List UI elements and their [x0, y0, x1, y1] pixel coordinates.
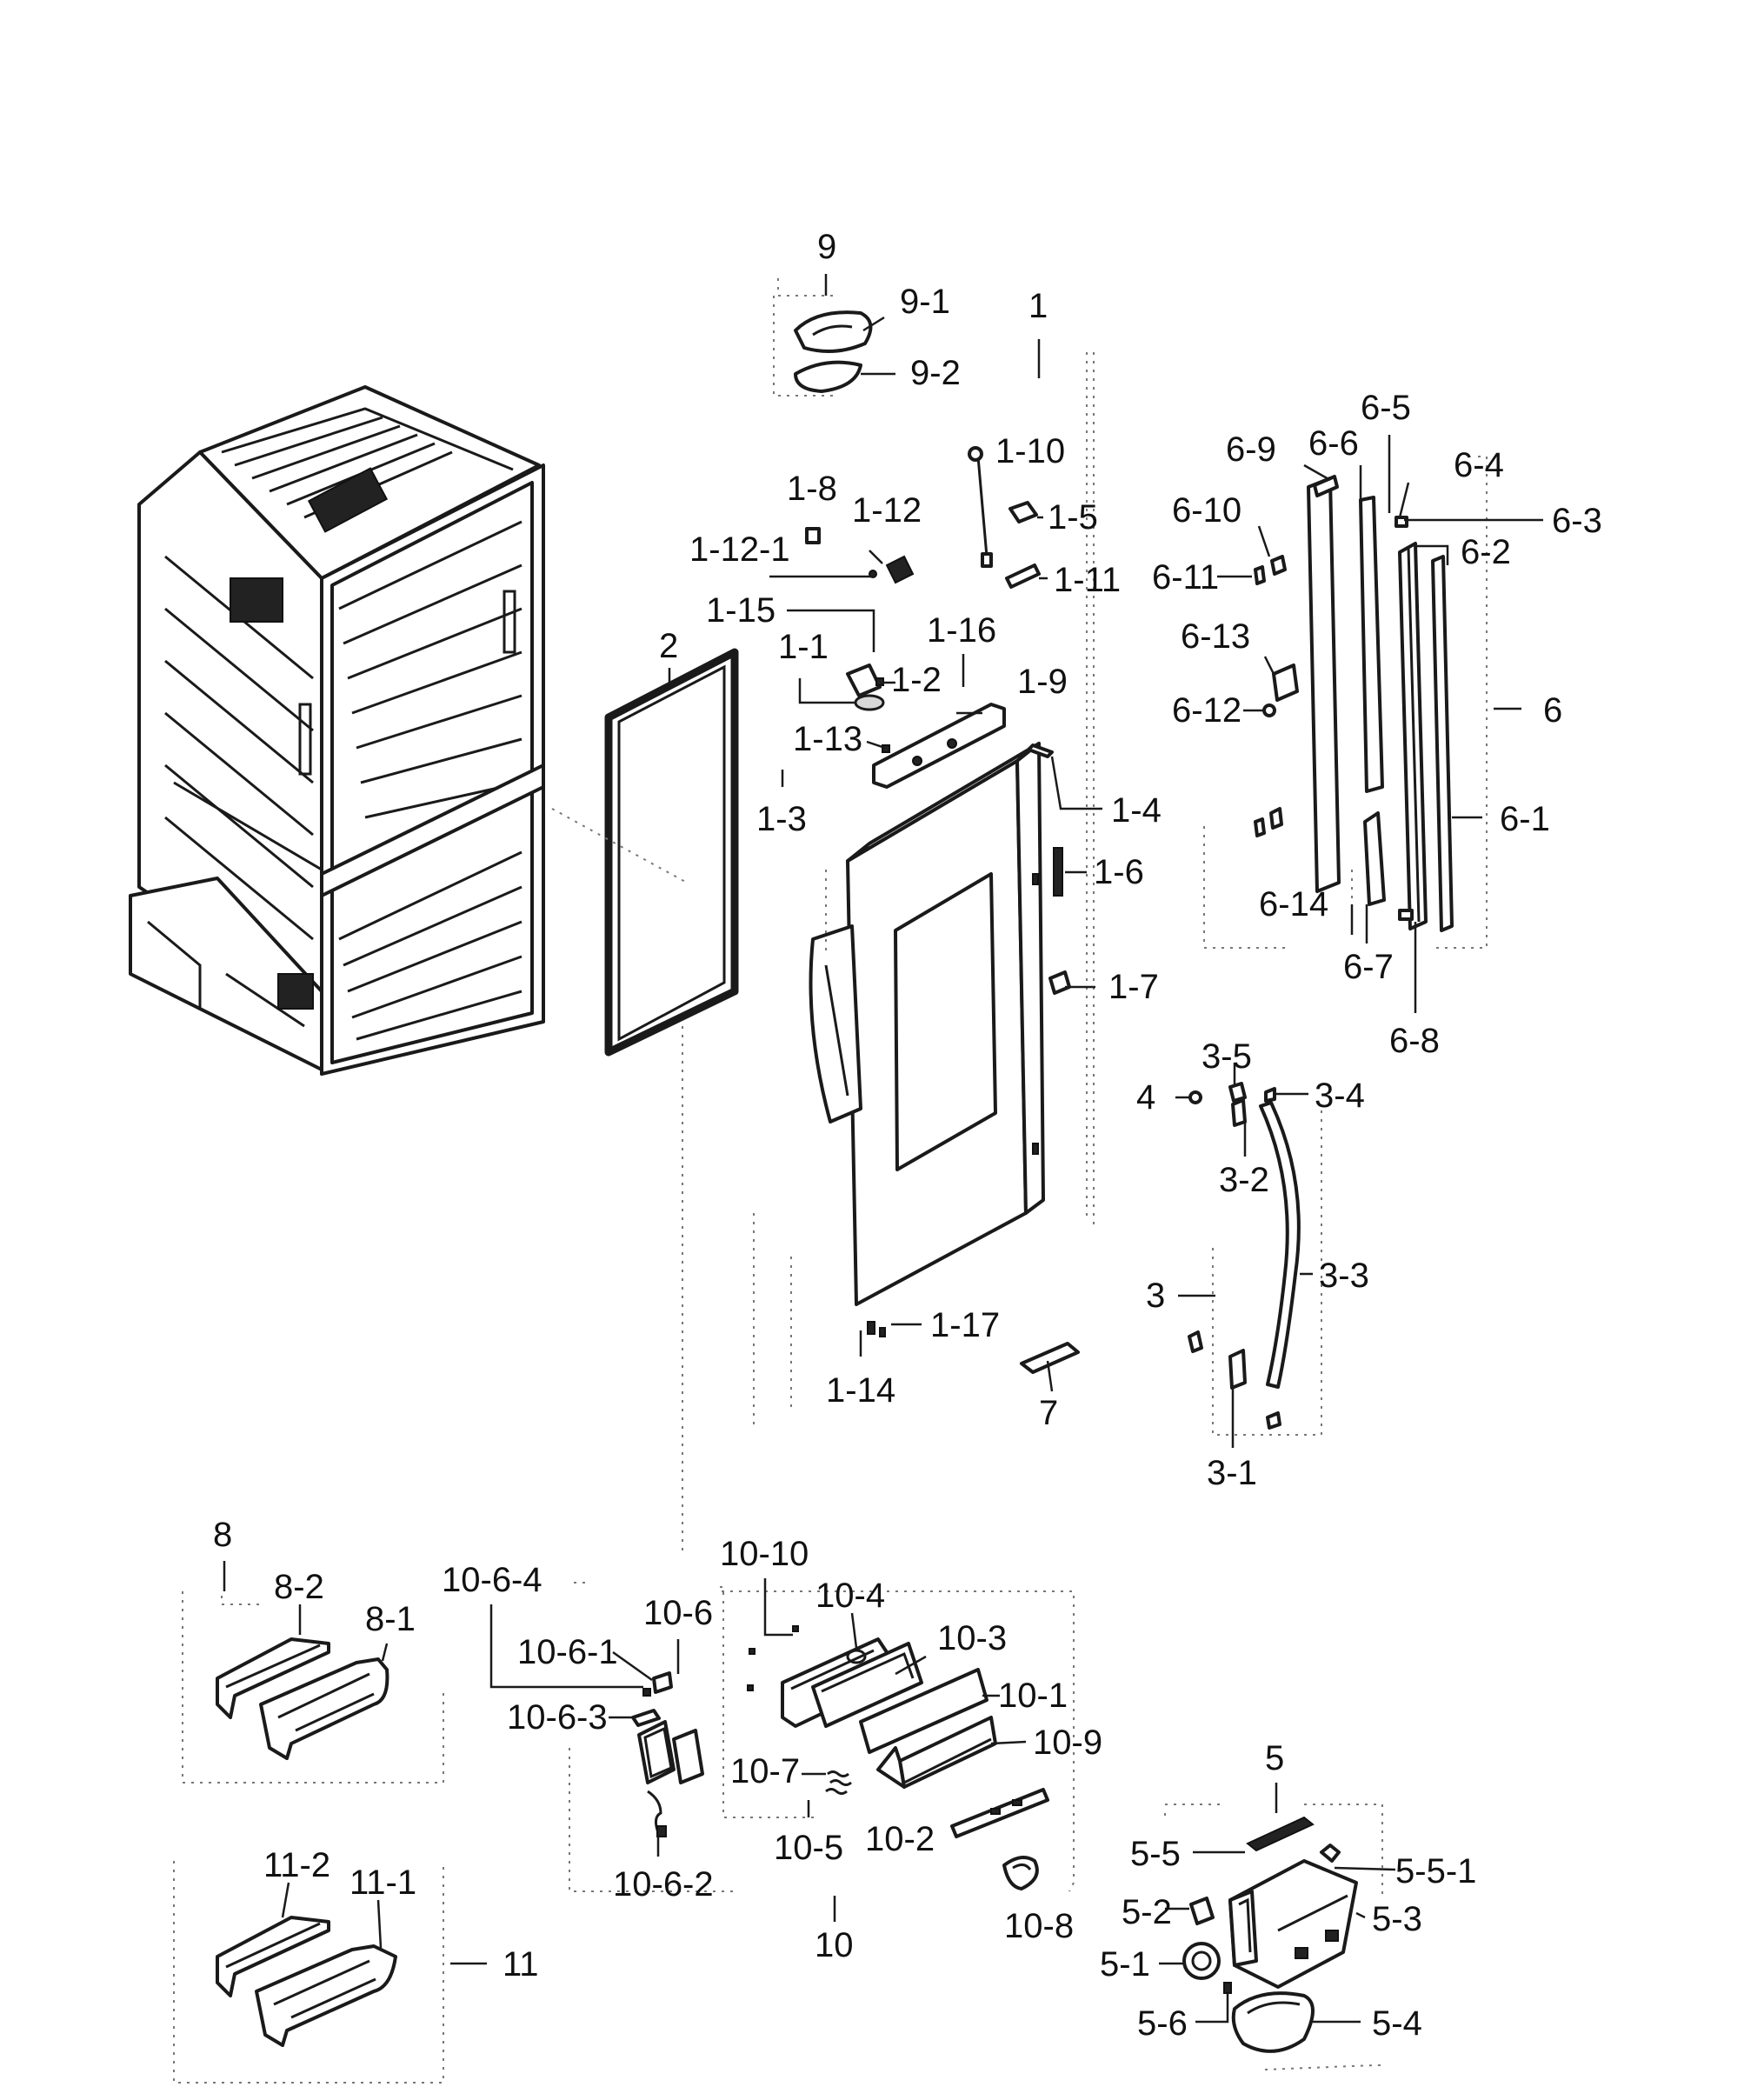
callout-1-7: 1-7	[1108, 968, 1159, 1006]
refrigerator-door	[809, 703, 1045, 1306]
callout-3-5: 3-5	[1202, 1037, 1252, 1076]
bin-8	[216, 1637, 389, 1760]
callout-10-6-4: 10-6-4	[442, 1561, 543, 1599]
callout-9-2: 9-2	[910, 354, 961, 392]
water-tube-group	[1188, 1082, 1301, 1430]
callout-6-3: 6-3	[1552, 502, 1602, 540]
callout-6-8: 6-8	[1389, 1022, 1440, 1060]
callout-5-2: 5-2	[1122, 1893, 1172, 1931]
callout-11-2: 11-2	[263, 1846, 330, 1884]
callout-6-12: 6-12	[1172, 691, 1241, 730]
callout-1-3: 1-3	[756, 800, 807, 838]
callout-3-3: 3-3	[1319, 1257, 1369, 1295]
callout-10-8: 10-8	[1004, 1907, 1074, 1945]
callout-10-3: 10-3	[937, 1619, 1007, 1657]
callout-1-12-1: 1-12-1	[689, 530, 790, 569]
callout-1-2: 1-2	[891, 661, 942, 699]
callout-6-10: 6-10	[1172, 491, 1241, 530]
callout-1-12: 1-12	[852, 491, 922, 530]
callout-3-1: 3-1	[1207, 1454, 1257, 1492]
callout-6-14: 6-14	[1259, 885, 1328, 923]
door-small-parts	[794, 310, 1080, 1374]
callout-3-2: 3-2	[1219, 1161, 1269, 1199]
callout-1-4: 1-4	[1111, 791, 1162, 830]
callout-6-13: 6-13	[1181, 617, 1250, 656]
callout-10: 10	[815, 1926, 854, 1964]
callout-1-8: 1-8	[787, 470, 837, 508]
callout-8-1: 8-1	[365, 1600, 416, 1638]
dispenser-group	[631, 1625, 1049, 1890]
callout-11-1: 11-1	[349, 1864, 416, 1902]
callout-5-5: 5-5	[1130, 1835, 1181, 1873]
door-gasket	[604, 648, 739, 1057]
callout-6-11: 6-11	[1152, 558, 1219, 597]
callout-7: 7	[1039, 1394, 1058, 1432]
callout-1-14: 1-14	[826, 1371, 895, 1410]
callout-10-6-1: 10-6-1	[517, 1633, 618, 1671]
callout-1-5: 1-5	[1048, 498, 1098, 537]
callout-10-10: 10-10	[720, 1535, 809, 1573]
callout-10-4: 10-4	[815, 1577, 885, 1615]
callout-4: 4	[1136, 1078, 1155, 1117]
callout-10-6: 10-6	[643, 1594, 713, 1632]
callout-9: 9	[817, 228, 836, 266]
ice-maker-group	[1182, 1816, 1358, 2053]
callout-1-17: 1-17	[930, 1306, 1000, 1344]
callout-5-4: 5-4	[1372, 2004, 1422, 2043]
callout-6-1: 6-1	[1500, 800, 1550, 838]
leader-lines	[223, 274, 1543, 2024]
refrigerator-cabinet	[129, 385, 545, 1076]
callout-1: 1	[1028, 287, 1048, 325]
callout-1-1: 1-1	[778, 628, 829, 666]
callout-2: 2	[659, 627, 678, 665]
callout-5: 5	[1265, 1739, 1284, 1777]
callout-3-4: 3-4	[1315, 1077, 1365, 1115]
callout-1-6: 1-6	[1094, 853, 1144, 891]
door-trim-group	[1254, 475, 1454, 932]
callout-1-9: 1-9	[1017, 663, 1068, 701]
callout-labels: 9 9-1 9-2 1 1-10 1-5 1-11 1-8 1-12 1-12-…	[213, 228, 1602, 2043]
callout-6-6: 6-6	[1308, 424, 1359, 463]
callout-1-15: 1-15	[706, 591, 775, 630]
callout-1-16: 1-16	[927, 611, 996, 650]
callout-1-13: 1-13	[793, 720, 862, 758]
callout-10-6-3: 10-6-3	[507, 1698, 608, 1737]
bin-11	[216, 1916, 397, 2047]
callout-6-4: 6-4	[1454, 446, 1504, 484]
callout-8-2: 8-2	[274, 1568, 324, 1606]
callout-3: 3	[1146, 1277, 1165, 1315]
callout-6-7: 6-7	[1343, 948, 1394, 986]
callout-6-9: 6-9	[1226, 430, 1276, 469]
callout-6: 6	[1543, 691, 1562, 730]
callout-10-7: 10-7	[730, 1752, 800, 1790]
callout-8: 8	[213, 1516, 232, 1554]
callout-10-6-2: 10-6-2	[613, 1865, 714, 1904]
callout-10-1: 10-1	[998, 1677, 1068, 1715]
callout-1-11: 1-11	[1054, 561, 1121, 599]
callout-1-10: 1-10	[995, 432, 1065, 470]
callout-10-9: 10-9	[1033, 1724, 1102, 1762]
callout-11: 11	[503, 1945, 539, 1984]
callout-5-1: 5-1	[1100, 1945, 1150, 1984]
callout-6-5: 6-5	[1361, 389, 1411, 427]
callout-5-3: 5-3	[1372, 1900, 1422, 1938]
callout-10-2: 10-2	[865, 1820, 935, 1858]
callout-10-5: 10-5	[774, 1829, 843, 1867]
callout-9-1: 9-1	[900, 283, 950, 321]
callout-5-6: 5-6	[1137, 2004, 1188, 2043]
callout-6-2: 6-2	[1461, 533, 1511, 571]
callout-5-5-1: 5-5-1	[1395, 1852, 1476, 1890]
